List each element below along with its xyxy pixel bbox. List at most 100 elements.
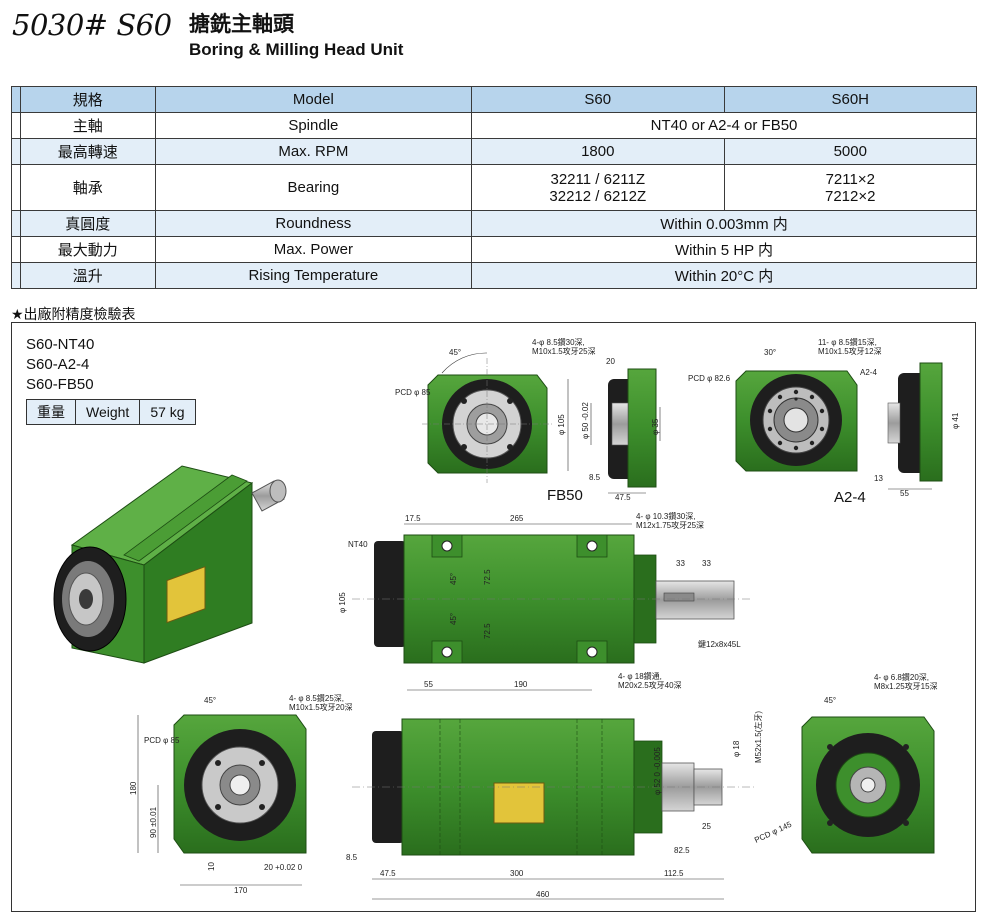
bottom-dim300: 300	[510, 869, 524, 878]
title-cn: 搪銑主軸頭	[189, 12, 294, 36]
bottom-dim82-5: 82.5	[674, 846, 690, 855]
isometric-render	[53, 465, 287, 664]
bearing-s60-line2: 32212 / 6212Z	[549, 187, 647, 205]
side-bot-note: M20x2.5攻牙40深	[618, 680, 682, 690]
nameplate	[166, 566, 206, 624]
side-bot-note: 4- φ 18鑽通,	[618, 671, 662, 681]
front-angle: 45°	[204, 696, 216, 705]
value: Within 20°C 内	[471, 262, 977, 289]
model-code: 5030# S60	[12, 8, 172, 42]
a24-dim55: 55	[900, 489, 909, 498]
side-dim72-5: 72.5	[483, 623, 492, 639]
fb50-name: FB50	[547, 487, 583, 504]
fb50-d50: φ 50 -0.02	[581, 402, 590, 439]
side-ang45: 45°	[449, 613, 458, 625]
fb50-hole-note: M10x1.5攻牙25深	[532, 346, 596, 356]
rear-angle: 45°	[824, 696, 836, 705]
front-pcd: PCD φ 85	[144, 736, 180, 745]
drawing-panel: S60-NT40 S60-A2-4 S60-FB50 重量 Weight 57 …	[11, 322, 976, 912]
col-s60: S60	[471, 86, 725, 113]
front-dim20: 20 +0.02 0	[264, 863, 303, 872]
col-s60h: S60H	[723, 86, 977, 113]
front-dim170: 170	[234, 886, 248, 895]
weight-label-en: Weight	[74, 399, 141, 425]
value: Within 0.003mm 内	[471, 210, 977, 237]
side-view-top: NT40 17.5 265 4- φ 10.3鑽30深, M12x1.75攻牙2…	[338, 511, 752, 691]
fb50-pcd: PCD φ 85	[395, 388, 431, 397]
label-en: Bearing	[154, 164, 473, 211]
a24-d41: φ 41	[951, 412, 960, 429]
fb50-dim47-5: 47.5	[615, 493, 631, 502]
label-en: Spindle	[154, 112, 473, 139]
side-dim265: 265	[510, 514, 524, 523]
a24-tag: A2-4	[860, 368, 877, 377]
front-view-bottom: 45° 4- φ 8.5鑽25深, M10x1.5攻牙20深 PCD φ 85 …	[129, 693, 353, 895]
inspection-note: ★出廠附精度檢驗表	[11, 307, 136, 323]
nameplate	[493, 782, 545, 824]
value: NT40 or A2-4 or FB50	[471, 112, 977, 139]
bottom-d52: φ 52 0 -0.005	[653, 747, 662, 795]
a24-dim13: 13	[874, 474, 883, 483]
spec-header-row: 規格 Model S60 S60H	[11, 86, 977, 113]
side-dim33: 33	[676, 559, 685, 568]
label-en: Rising Temperature	[154, 262, 473, 289]
fb50-d105: φ 105	[557, 414, 566, 435]
fb50-hole-note: 4-φ 8.5鑽30深,	[532, 337, 585, 347]
a24-hole-note: 11- φ 8.5鑽15深,	[818, 337, 877, 347]
side-ang45: 45°	[449, 573, 458, 585]
variant-item: S60-A2-4	[26, 356, 90, 373]
rear-view: 45° 4- φ 6.8鑽20深, M8x1.25攻牙15深 PCD φ 145	[753, 672, 938, 854]
col-model: Model	[154, 86, 473, 113]
value: Within 5 HP 内	[471, 236, 977, 263]
spec-row-spindle: 主軸 Spindle NT40 or A2-4 or FB50	[11, 112, 977, 139]
spec-row-roundness: 真圓度 Roundness Within 0.003mm 内	[11, 210, 977, 237]
spec-row-power: 最大動力 Max. Power Within 5 HP 内	[11, 236, 977, 263]
side-dim17-5: 17.5	[405, 514, 421, 523]
front-hole-note: M10x1.5攻牙20深	[289, 702, 353, 712]
a24-name: A2-4	[834, 489, 866, 506]
spec-table: 規格 Model S60 S60H 主軸 Spindle NT40 or A2-…	[11, 86, 977, 289]
label-cn: 主軸	[19, 112, 156, 139]
spec-row-rpm: 最高轉速 Max. RPM 1800 5000	[11, 138, 977, 165]
side-dim190: 190	[514, 680, 528, 689]
rear-pcd: PCD φ 145	[753, 820, 793, 845]
side-tag-nt40: NT40	[348, 540, 368, 549]
bottom-dim460: 460	[536, 890, 550, 899]
weight-table: 重量 Weight 57 kg	[26, 399, 196, 425]
label-cn: 最高轉速	[19, 138, 156, 165]
rear-hole-note: 4- φ 6.8鑽20深,	[874, 672, 929, 682]
bearing-s60h-line2: 7212×2	[825, 187, 876, 205]
front-dim90: 90 ±0.01	[149, 806, 158, 838]
a24-hole-note: M10x1.5攻牙12深	[818, 346, 882, 356]
rear-hole-note: M8x1.25攻牙15深	[874, 681, 938, 691]
bottom-dim8-5: 8.5	[346, 853, 358, 862]
bottom-dim25: 25	[702, 822, 711, 831]
weight-value: 57 kg	[139, 399, 196, 425]
fb50-front-view: 45° 4-φ 8.5鑽30深, M10x1.5攻牙25深 PCD φ 85	[395, 337, 596, 483]
bottom-dim112-5: 112.5	[664, 869, 684, 878]
front-dim180: 180	[129, 781, 138, 795]
label-en: Roundness	[154, 210, 473, 237]
bottom-thread: M52x1.5(左牙)	[753, 711, 763, 763]
variant-item: S60-NT40	[26, 336, 95, 353]
side-dim55: 55	[424, 680, 433, 689]
label-cn: 軸承	[19, 164, 156, 211]
label-cn: 溫升	[19, 262, 156, 289]
side-top-note: M12x1.75攻牙25深	[636, 520, 704, 530]
label-en: Max. Power	[154, 236, 473, 263]
technical-drawing: 45° 4-φ 8.5鑽30深, M10x1.5攻牙25深 PCD φ 85 φ…	[53, 337, 960, 900]
col-spec-cn: 規格	[19, 86, 156, 113]
a24-side-view: A2-4 φ 41 13 55 A2-4	[834, 362, 960, 506]
bearing-s60h-line1: 7211×2	[825, 170, 875, 188]
a24-angle: 30°	[764, 348, 776, 357]
side-view-bottom: φ 52 0 -0.005 φ 18 M52x1.5(左牙) 25 82.5 8…	[346, 711, 763, 900]
value-s60: 1800	[471, 138, 725, 165]
fb50-dim20: 20	[606, 357, 615, 366]
a24-pcd: PCD φ 82.6	[688, 374, 731, 383]
fb50-dim8-5: 8.5	[589, 473, 601, 482]
variant-item: S60-FB50	[26, 376, 94, 393]
variant-list: S60-NT40 S60-A2-4 S60-FB50	[26, 335, 94, 395]
bottom-dim47-5: 47.5	[380, 869, 396, 878]
